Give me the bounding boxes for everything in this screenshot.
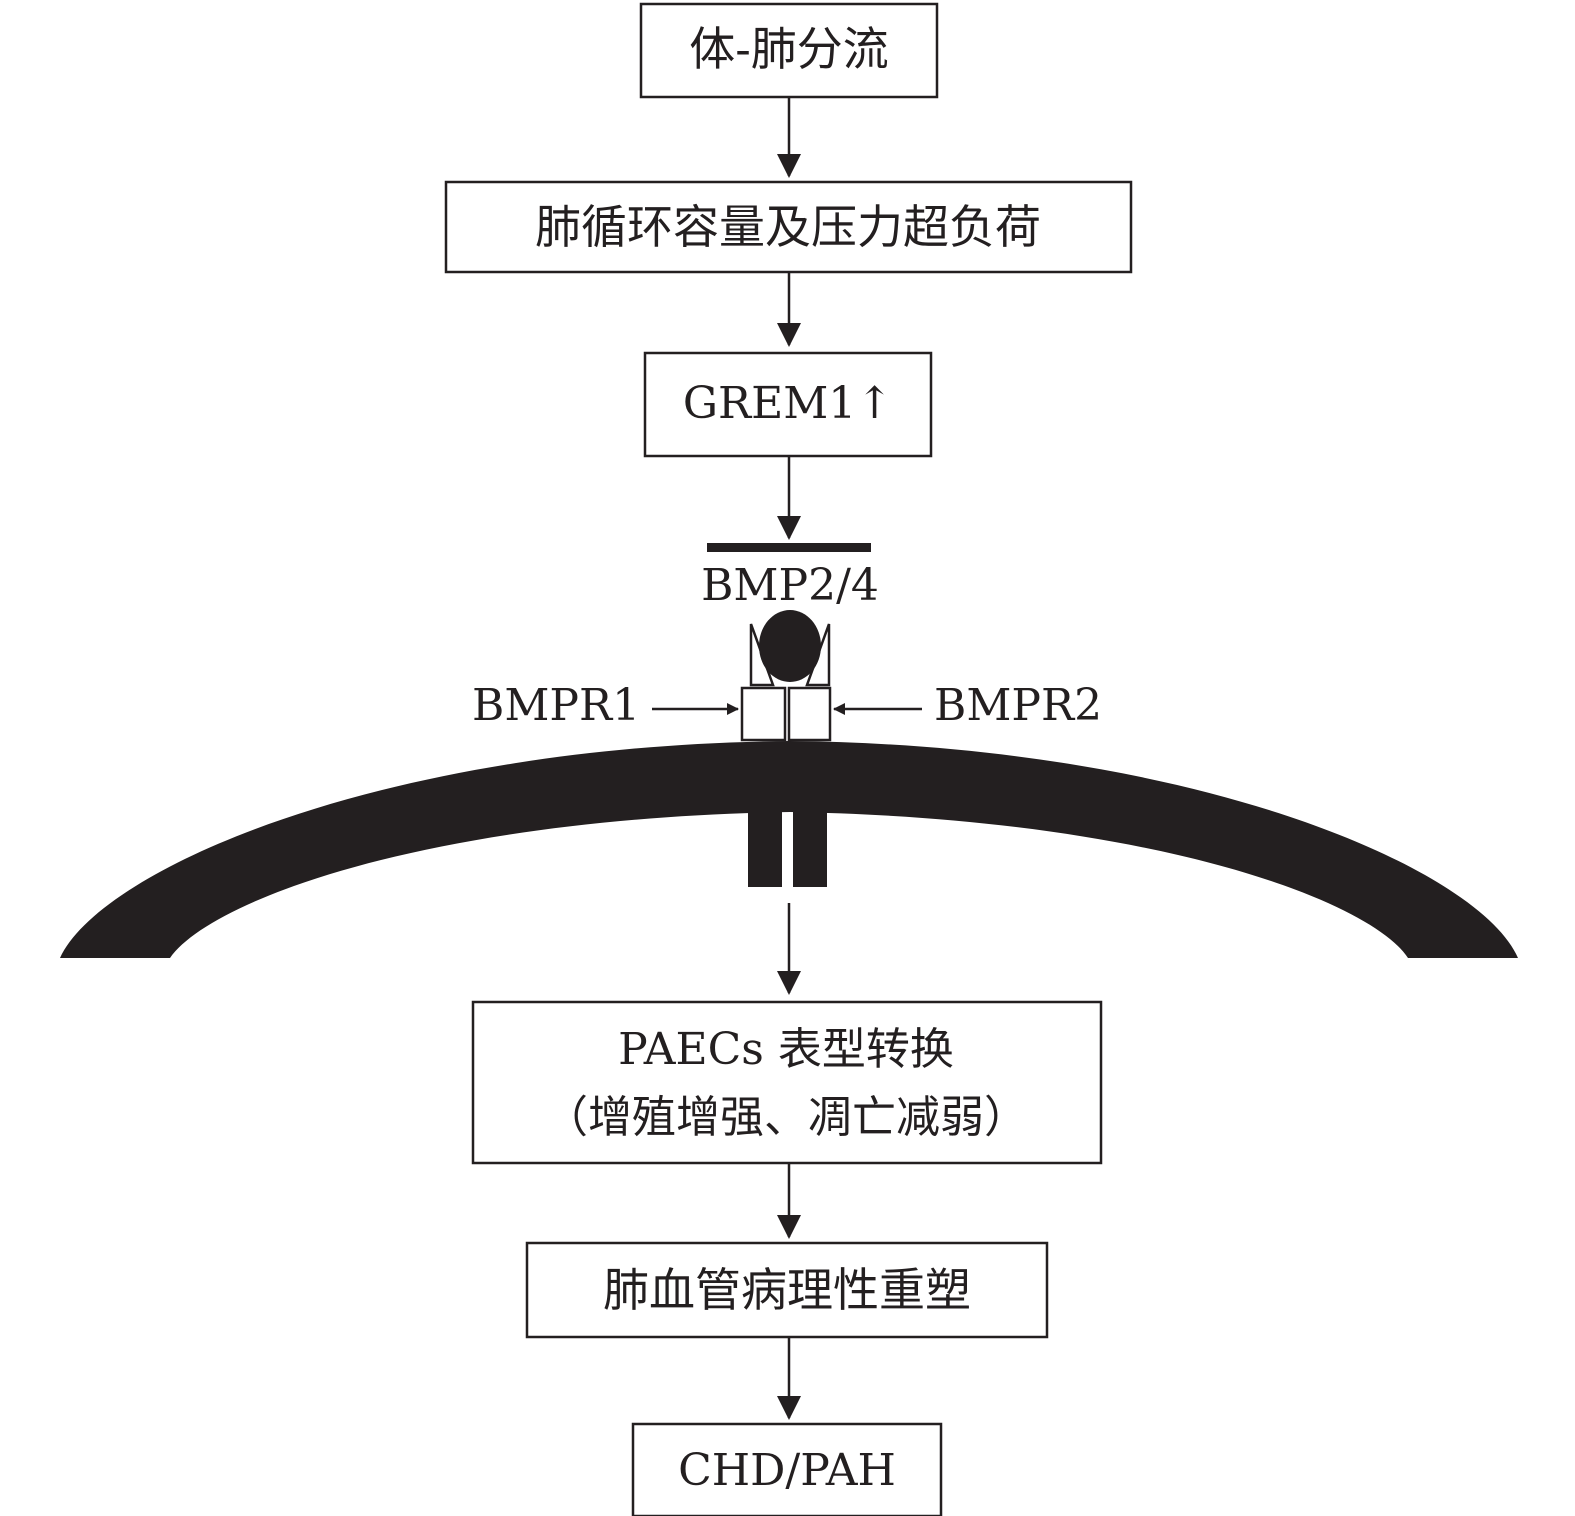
node-outcome-box: [631, 1422, 943, 1516]
bmpr2-receptor: [787, 686, 832, 742]
node-shunt-box: [639, 2, 939, 99]
bmp-ligand-shape: [759, 610, 821, 682]
node-outcome-label: CHD/PAH: [678, 1445, 896, 1496]
node-grem1-box: [643, 351, 933, 458]
node-overload-box: [444, 180, 1133, 274]
node-remodeling-box: [525, 1241, 1049, 1339]
bmpr1-receptor: [740, 686, 787, 742]
node-shunt-label: 体-肺分流: [689, 22, 889, 76]
node-paecs-label-line1: PAECs 表型转换: [618, 1024, 954, 1075]
node-grem1-label: GREM1↑: [683, 378, 893, 429]
node-paecs-label-line2: （增殖增强、凋亡减弱）: [544, 1092, 1028, 1143]
bmpr1-intracellular-domain: [748, 812, 782, 887]
inhibition-bar: [707, 543, 871, 552]
node-paecs-box: [471, 1000, 1103, 1165]
bmpr2-intracellular-domain: [793, 812, 827, 887]
node-overload-label: 肺循环容量及压力超负荷: [535, 200, 1041, 254]
bmpr1-label: BMPR1: [472, 680, 640, 731]
bmpr2-label: BMPR2: [934, 680, 1102, 731]
cell-membrane: [60, 741, 1518, 958]
bmp-ligand-label: BMP2/4: [701, 560, 879, 611]
node-remodeling-label: 肺血管病理性重塑: [603, 1263, 971, 1317]
